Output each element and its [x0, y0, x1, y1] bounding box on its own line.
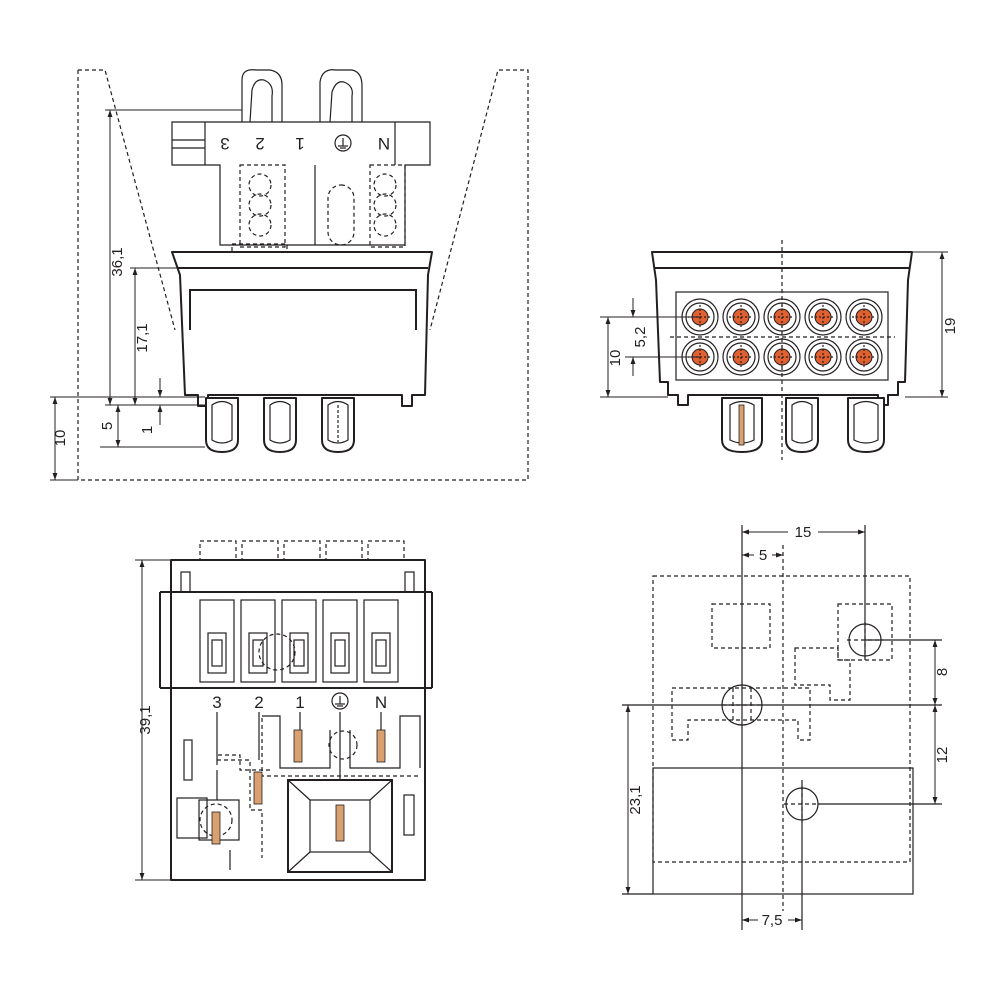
- top-dashed-tabs: [199, 540, 405, 562]
- svg-text:1: 1: [139, 426, 156, 434]
- top-label-1: 1: [295, 693, 304, 712]
- contact-socket: [845, 298, 883, 336]
- lever-row: [199, 599, 399, 683]
- dim-below-surface: 10: [52, 397, 69, 480]
- clamp-springs: [211, 729, 386, 845]
- dim-overall-height: 36,1: [105, 109, 242, 405]
- svg-text:10: 10: [52, 430, 69, 447]
- top-label-3: 3: [212, 693, 221, 712]
- front-pin-middle: [785, 397, 819, 453]
- svg-text:5: 5: [99, 422, 116, 430]
- operating-lever: [281, 599, 317, 683]
- top-body: [170, 559, 426, 881]
- front-pin-right: [847, 397, 885, 453]
- svg-text:8: 8: [934, 668, 951, 676]
- operating-lever: [322, 599, 358, 683]
- svg-text:39,1: 39,1: [137, 705, 154, 734]
- svg-text:7,5: 7,5: [762, 912, 783, 929]
- wire-entry-funnel: [287, 779, 393, 873]
- side-label-3: 3: [220, 134, 229, 153]
- housing: [171, 251, 433, 407]
- front-view: 19 10 5,2: [600, 240, 959, 460]
- top-label-2: 2: [254, 693, 263, 712]
- pin-3: [205, 397, 239, 453]
- svg-text:10: 10: [607, 350, 624, 367]
- side-view: 3 2 1 N: [50, 69, 529, 481]
- panel-cutout: [77, 69, 529, 481]
- operating-lever: [199, 599, 235, 683]
- svg-text:36,1: 36,1: [109, 247, 126, 276]
- dim-datum-lines: [50, 396, 205, 481]
- contact-socket: [804, 298, 842, 336]
- svg-text:5: 5: [759, 547, 767, 564]
- svg-text:17,1: 17,1: [134, 323, 151, 352]
- dim-y-upper: 8: [932, 640, 951, 705]
- dim-y-lower: 12: [932, 705, 951, 804]
- svg-text:19: 19: [942, 318, 959, 335]
- dim-pin-length: 5: [99, 405, 121, 447]
- dim-top-length: 39,1: [135, 559, 171, 881]
- svg-text:12: 12: [934, 747, 951, 764]
- side-label-1: 1: [295, 134, 304, 153]
- dim-front-rows-span: 10: [600, 316, 700, 398]
- top-label-n: N: [375, 693, 387, 712]
- side-label-n: N: [378, 134, 390, 153]
- dim-body-height: 17,1: [130, 267, 180, 405]
- side-label-2: 2: [255, 134, 264, 153]
- dim-front-height: 19: [905, 251, 959, 398]
- pin-1: [321, 397, 355, 453]
- footprint-view: 15 5 7,5 8 12 23,1: [622, 524, 951, 930]
- top-ground-symbol-icon: [331, 692, 349, 710]
- dim-step: 1: [139, 378, 163, 434]
- operating-lever: [240, 599, 276, 683]
- dim-y-total: 23,1: [625, 705, 644, 894]
- svg-text:5,2: 5,2: [632, 327, 649, 348]
- top-view: 3 2 1 N: [135, 540, 433, 881]
- operating-lever: [363, 599, 399, 683]
- dim-x-far: 15: [742, 524, 865, 541]
- contact-socket: [763, 338, 801, 376]
- mating-plug: [171, 69, 431, 267]
- contact-socket: [722, 298, 760, 336]
- svg-text:15: 15: [795, 524, 812, 541]
- dim-x-bottom: 7,5: [742, 911, 802, 929]
- dim-front-row-pitch: 5,2: [625, 298, 700, 376]
- contact-socket: [722, 338, 760, 376]
- dim-x-near: 5: [742, 546, 783, 564]
- pin-2: [263, 397, 297, 453]
- svg-text:23,1: 23,1: [627, 785, 644, 814]
- contact-socket: [845, 338, 883, 376]
- contact-socket: [763, 298, 801, 336]
- contact-socket: [804, 338, 842, 376]
- ground-symbol-icon: [334, 134, 352, 152]
- front-pin-left: [721, 397, 763, 453]
